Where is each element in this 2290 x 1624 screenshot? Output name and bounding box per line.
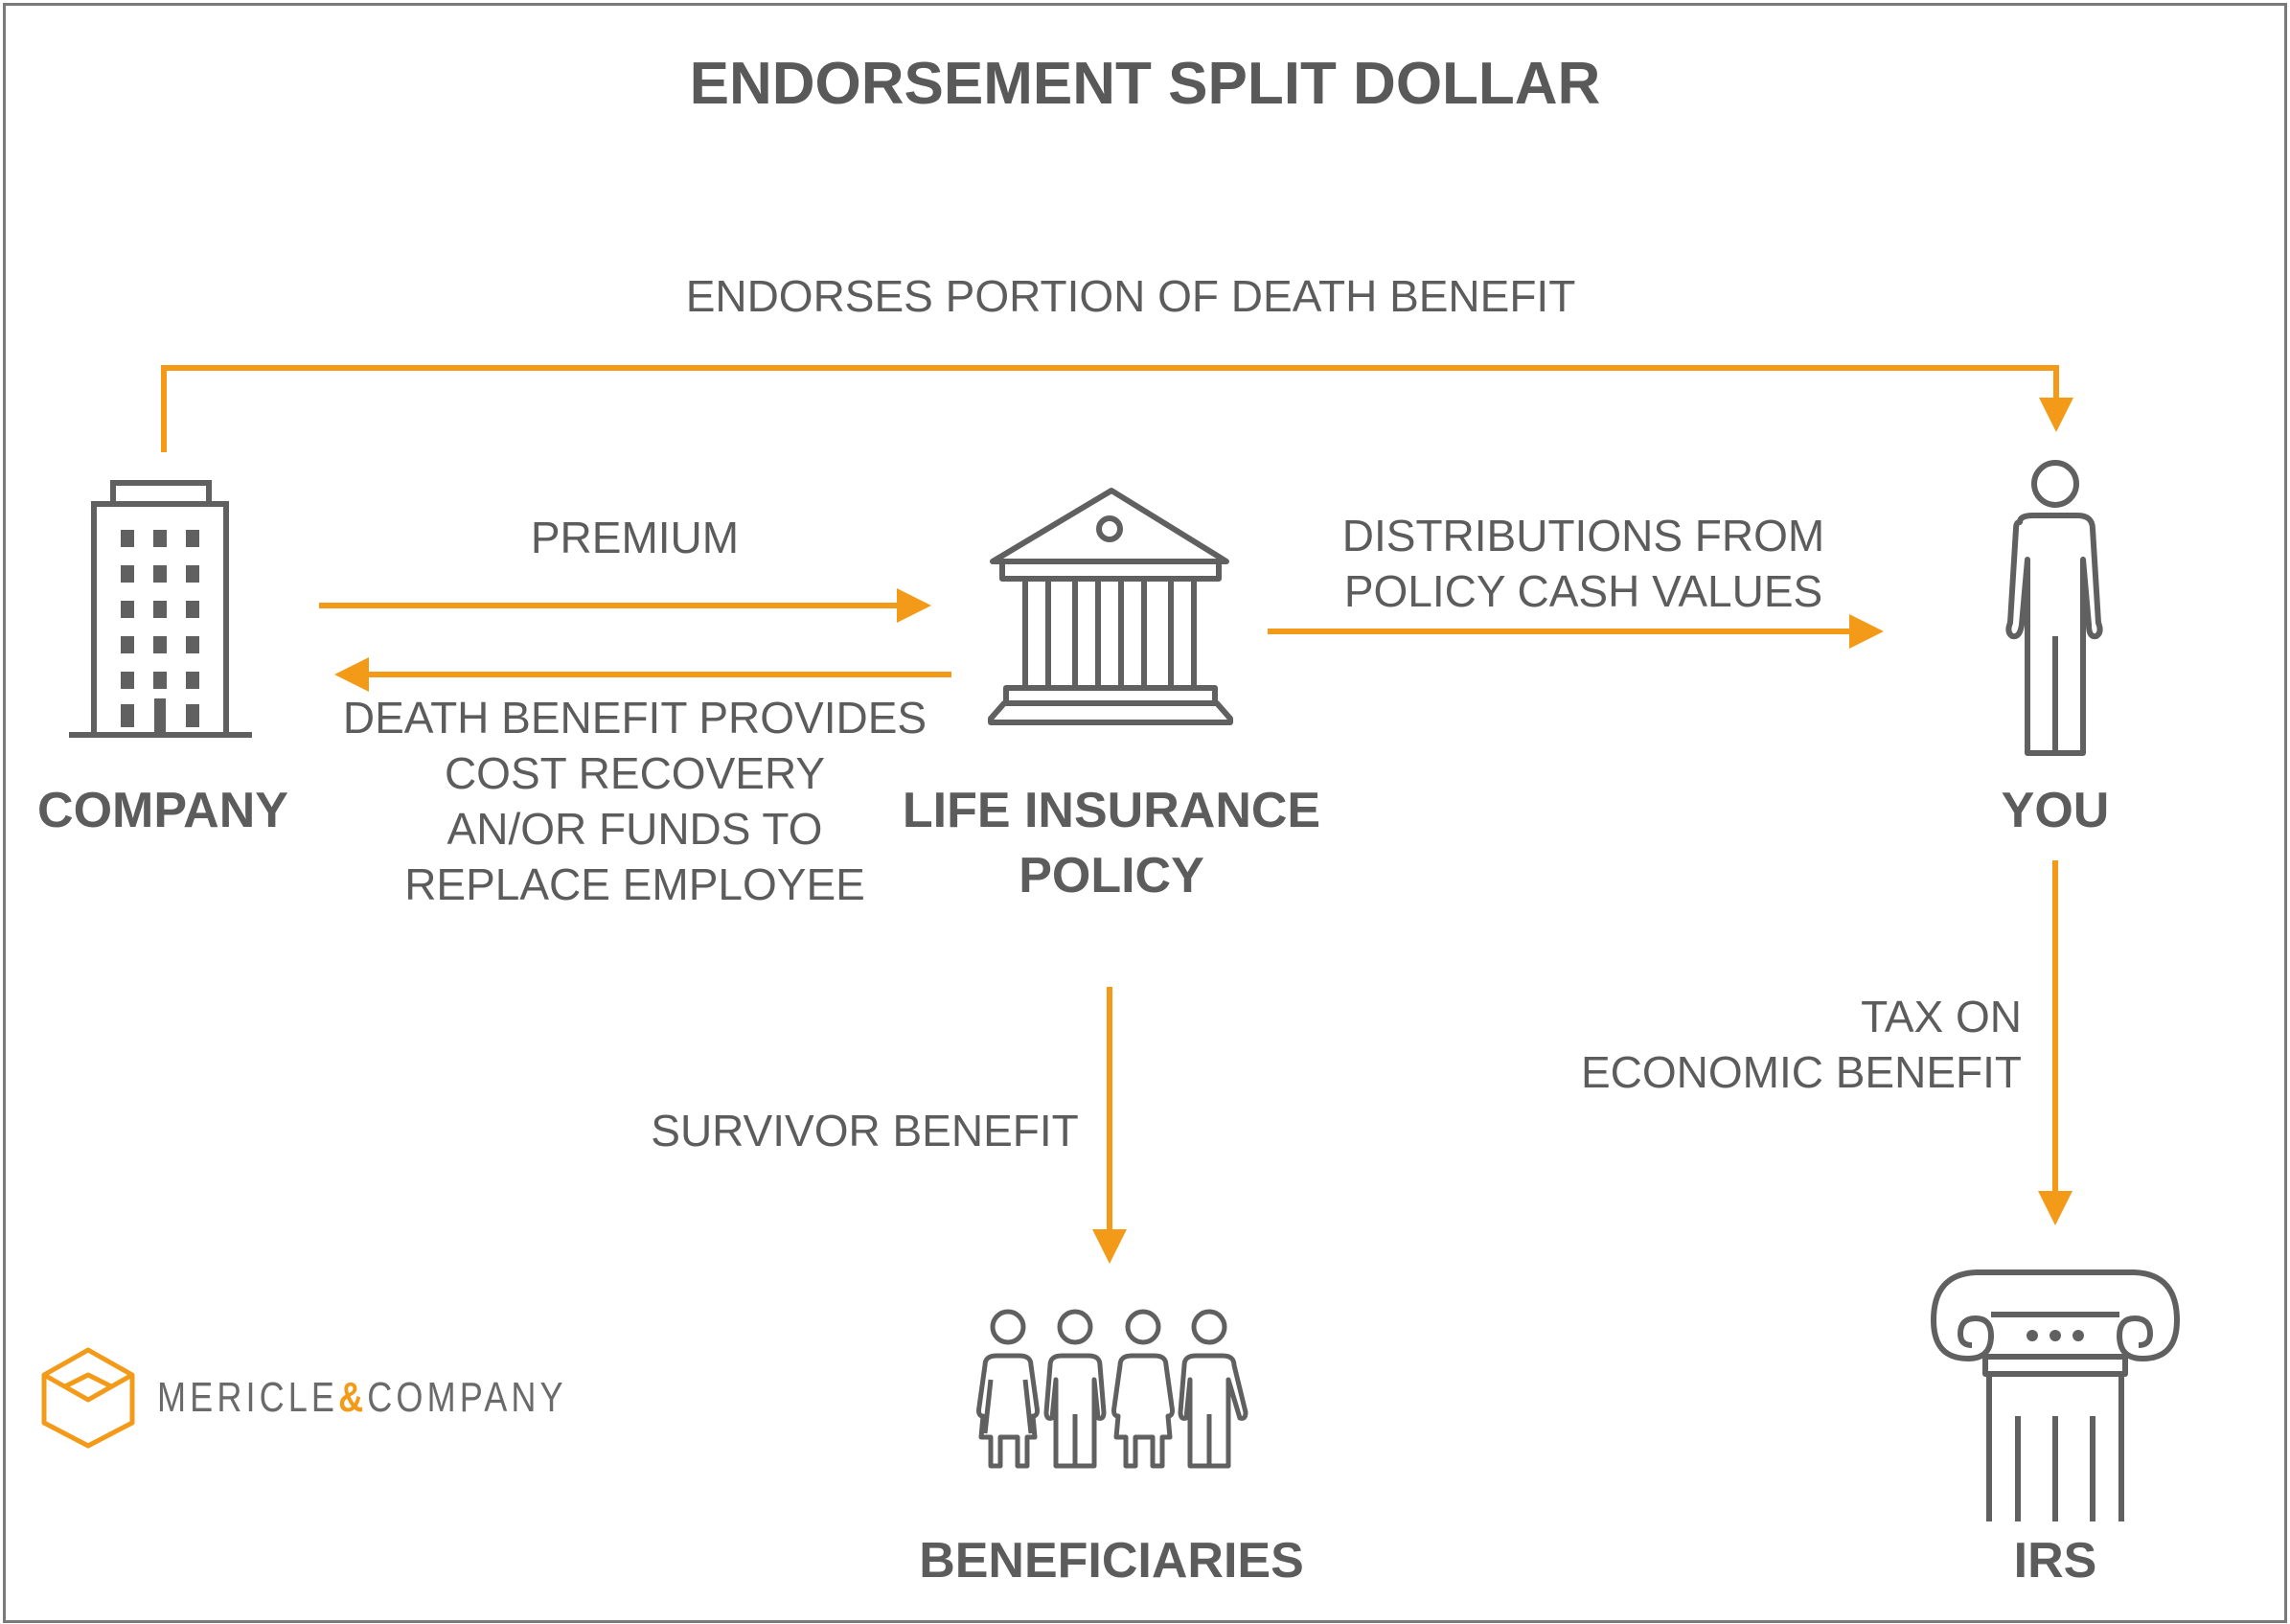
label-death-benefit: DEATH BENEFIT PROVIDES COST RECOVERY AN/… <box>342 693 927 909</box>
brand-logo: MERICLE&COMPANY <box>38 1346 657 1450</box>
brand-name-left: MERICLE <box>157 1374 339 1421</box>
office-building-icon <box>69 480 252 738</box>
label-endorses: ENDORSES PORTION OF DEATH BENEFIT <box>685 271 1576 321</box>
label-premium: PREMIUM <box>530 513 740 562</box>
label-survivor: SURVIVOR BENEFIT <box>651 1106 1079 1155</box>
node-label-beneficiaries: BENEFICIARIES <box>919 1533 1304 1589</box>
diagram-title: ENDORSEMENT SPLIT DOLLAR <box>689 51 1601 117</box>
brand-name-right: COMPANY <box>367 1374 567 1421</box>
bank-building-icon <box>988 488 1233 725</box>
person-icon <box>2005 460 2103 756</box>
hexagon-box-logo-icon <box>41 1347 135 1449</box>
node-label-you: YOU <box>2001 783 2110 838</box>
brand-ampersand: & <box>338 1374 368 1421</box>
arrow-endorses <box>161 365 2073 452</box>
brand-name: MERICLE&COMPANY <box>157 1374 567 1422</box>
family-group-icon <box>976 1309 1248 1469</box>
label-distributions: DISTRIBUTIONS FROM POLICY CASH VALUES <box>1341 511 1825 616</box>
ionic-column-icon <box>1931 1269 2180 1521</box>
node-label-company: COMPANY <box>37 783 288 838</box>
node-label-irs: IRS <box>2013 1533 2097 1589</box>
diagram-frame <box>3 3 2287 1623</box>
node-label-policy: LIFE INSURANCE POLICY <box>902 783 1321 903</box>
label-tax: TAX ON ECONOMIC BENEFIT <box>1580 992 2022 1097</box>
